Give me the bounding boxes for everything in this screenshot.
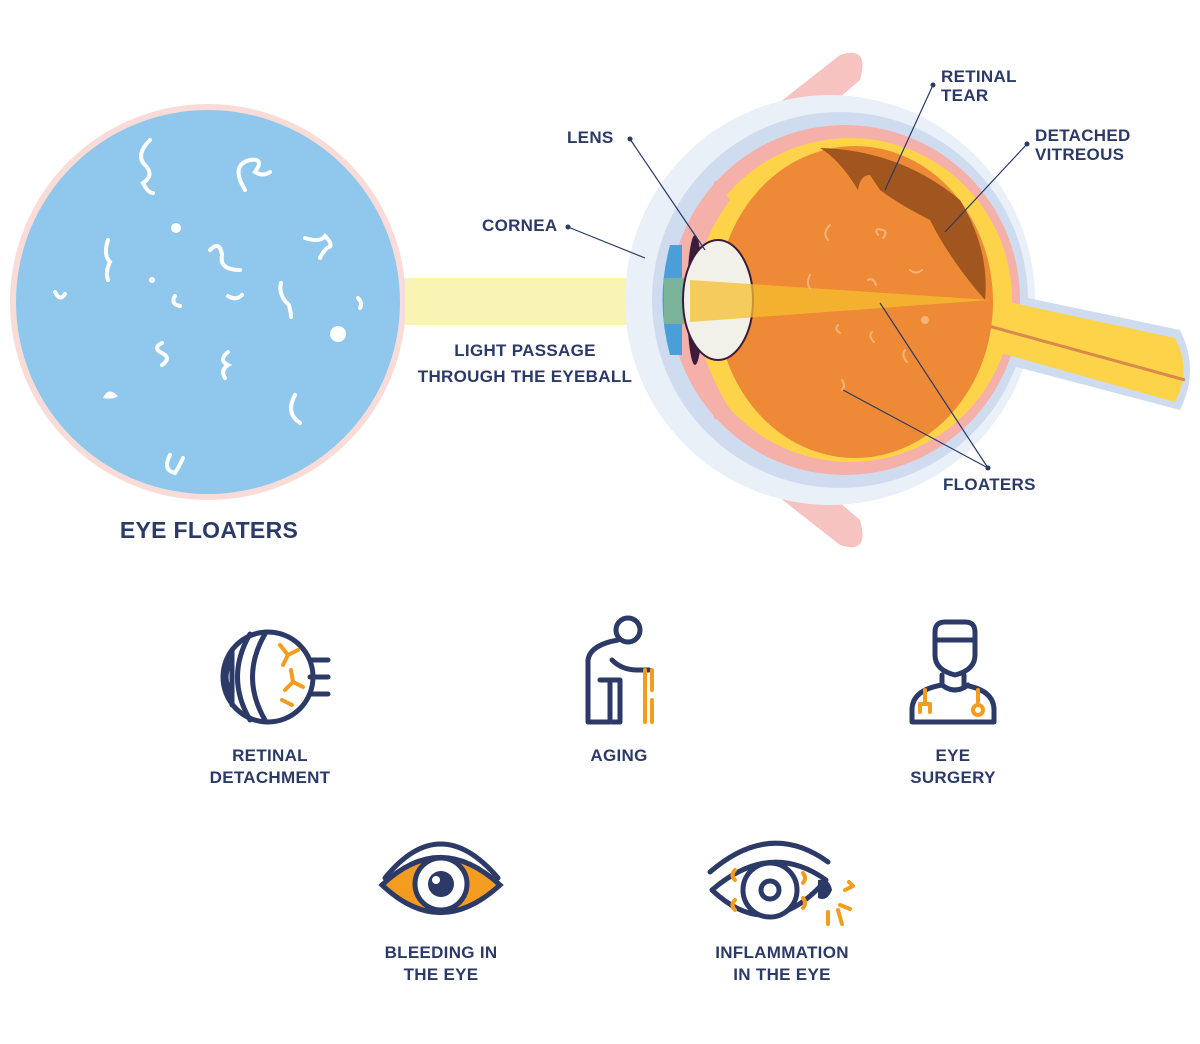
cause-bleeding: BLEEDING IN THE EYE [385, 943, 498, 984]
cause-label-line: SURGERY [910, 768, 996, 787]
cause-retinal-detachment: RETINAL DETACHMENT [210, 746, 331, 787]
label-detached-vitreous-1: DETACHED [1035, 126, 1131, 145]
light-label-line2: THROUGH THE EYEBALL [418, 367, 632, 386]
eye-cross-section [625, 52, 1190, 548]
main-title: EYE FLOATERS [120, 517, 298, 543]
light-label-line1: LIGHT PASSAGE [454, 341, 596, 360]
label-detached-vitreous-2: VITREOUS [1035, 145, 1124, 164]
label-floaters: FLOATERS [943, 475, 1036, 494]
eye-surgery-icon [909, 619, 997, 725]
cause-label-line: AGING [590, 746, 647, 765]
cause-label-line: INFLAMMATION [715, 943, 849, 962]
floaters-view-circle [10, 104, 406, 500]
retinal-detachment-icon [220, 629, 331, 725]
aging-icon [585, 615, 654, 725]
cause-label-line: DETACHMENT [210, 768, 331, 787]
label-retinal-tear-2: TEAR [941, 86, 988, 105]
inflamed-eye-icon [707, 840, 855, 926]
cause-aging: AGING [590, 746, 647, 765]
cause-label-line: IN THE EYE [733, 965, 830, 984]
cause-inflammation: INFLAMMATION IN THE EYE [715, 943, 849, 984]
floater-shapes [53, 138, 364, 476]
label-cornea: CORNEA [482, 216, 557, 235]
leader-lines [565, 82, 1030, 471]
cause-label-line: BLEEDING IN [385, 943, 498, 962]
cause-label-line: RETINAL [232, 746, 308, 765]
bleeding-eye-icon [378, 841, 504, 915]
label-retinal-tear-1: RETINAL [941, 67, 1017, 86]
label-lens: LENS [567, 128, 614, 147]
cause-label-line: THE EYE [404, 965, 479, 984]
eye-floaters [807, 224, 929, 391]
cause-eye-surgery: EYE SURGERY [910, 746, 996, 787]
cause-label-line: EYE [936, 746, 971, 765]
